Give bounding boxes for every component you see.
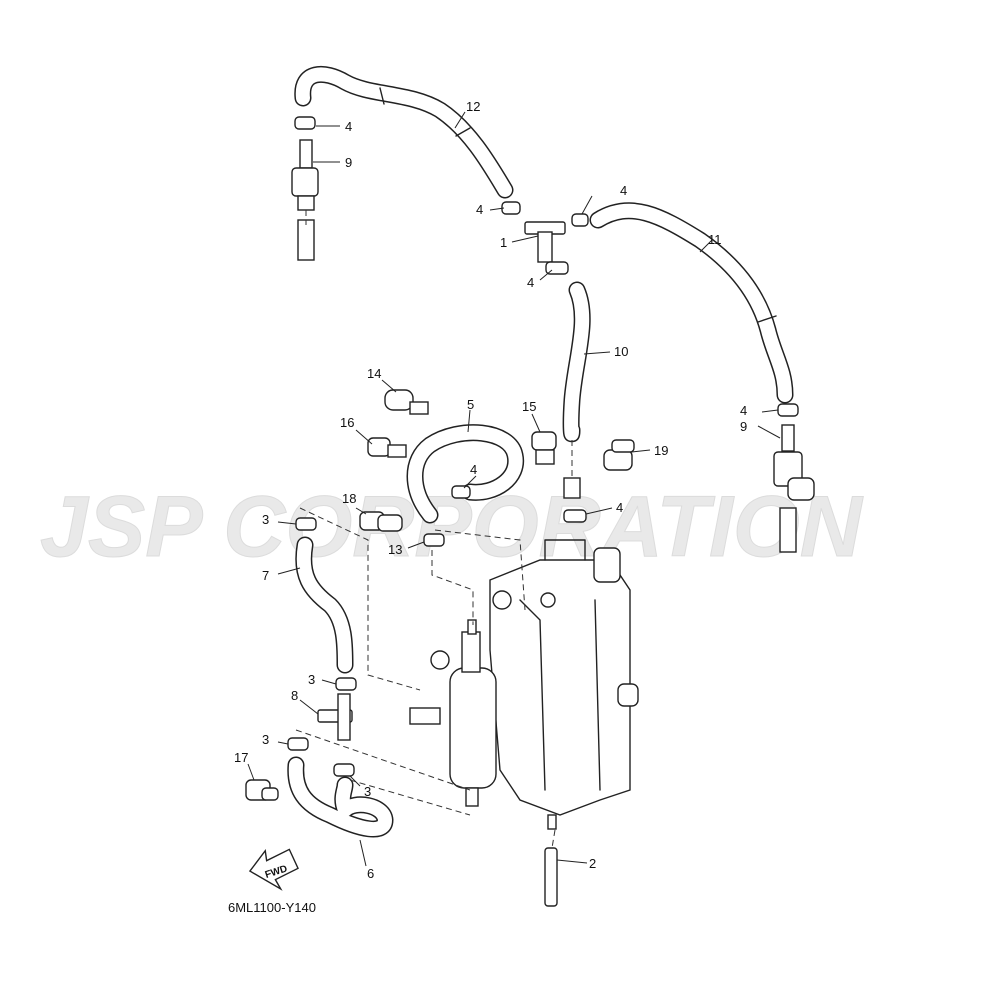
callout-4: 4	[620, 183, 627, 198]
clamp-13	[423, 533, 445, 547]
callout-2: 2	[589, 856, 596, 871]
clamp-4-upper-left	[294, 116, 316, 130]
callout-6: 6	[367, 866, 374, 881]
callout-4: 4	[476, 202, 483, 217]
clip-17	[245, 779, 279, 801]
callout-3: 3	[262, 732, 269, 747]
clip-14	[384, 389, 429, 415]
callout-3: 3	[262, 512, 269, 527]
callout-12: 12	[466, 99, 480, 114]
clamp-3-lower	[333, 763, 355, 777]
clamp-4-center	[563, 509, 587, 523]
callout-18: 18	[342, 491, 356, 506]
t-joint-1	[501, 201, 589, 275]
pipe-2	[544, 847, 558, 907]
t-joint-8	[317, 693, 353, 741]
joint-9-upper-left	[291, 139, 319, 261]
assembly-lines	[295, 507, 556, 849]
callout-14: 14	[367, 366, 381, 381]
clamp-4-hose-5	[451, 485, 471, 499]
clamp-3-mid	[335, 677, 357, 691]
callout-19: 19	[654, 443, 668, 458]
callout-16: 16	[340, 415, 354, 430]
hose-5	[406, 424, 525, 524]
fwd-arrow: FWD	[248, 848, 299, 891]
callout-4: 4	[345, 119, 352, 134]
vapor-separator-assembly	[409, 539, 639, 830]
callout-15: 15	[522, 399, 536, 414]
hose-12	[294, 66, 514, 199]
hose-11	[589, 202, 794, 404]
callout-5: 5	[467, 397, 474, 412]
callout-10: 10	[614, 344, 628, 359]
clip-15	[531, 431, 557, 465]
drawing-code: 6ML1100-Y140	[228, 900, 316, 915]
callout-8: 8	[291, 688, 298, 703]
clamp-4-right	[777, 403, 799, 417]
callout-4: 4	[470, 462, 477, 477]
callout-3: 3	[364, 784, 371, 799]
callout-4: 4	[527, 275, 534, 290]
leader-lines	[247, 111, 781, 867]
clamp-3-top	[295, 517, 317, 531]
clip-18	[359, 511, 403, 532]
connector-16	[367, 437, 407, 458]
callout-7: 7	[262, 568, 269, 583]
callout-17: 17	[234, 750, 248, 765]
callout-9: 9	[345, 155, 352, 170]
clamp-3-left	[287, 737, 309, 751]
callout-9: 9	[740, 419, 747, 434]
callout-4: 4	[740, 403, 747, 418]
callout-11: 11	[708, 232, 722, 247]
callout-labels: 12 4 9 4 4 1 11 4 10 14 5 15 16 19 4 4 9…	[234, 99, 747, 881]
hose-7	[295, 536, 354, 674]
joint-9-right	[773, 424, 815, 553]
clip-19	[603, 439, 635, 471]
callout-13: 13	[388, 542, 402, 557]
hose-6	[287, 756, 394, 838]
callout-1: 1	[500, 235, 507, 250]
hose-10	[562, 281, 591, 500]
callout-3: 3	[308, 672, 315, 687]
callout-4: 4	[616, 500, 623, 515]
